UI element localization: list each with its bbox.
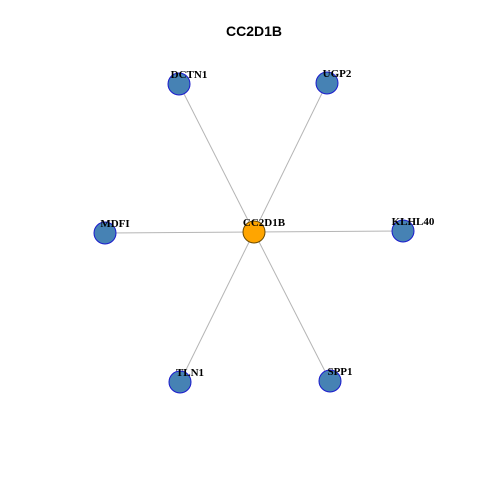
node-circle-ugp2 <box>315 71 339 95</box>
edge-cc2d1b-ugp2 <box>253 82 328 233</box>
node-tln1: TLN1 <box>168 367 204 394</box>
edge-cc2d1b-tln1 <box>179 231 255 383</box>
node-label-klhl40: KLHL40 <box>392 216 435 228</box>
node-cc2d1b: CC2D1B <box>242 217 286 244</box>
node-circle-klhl40 <box>391 219 415 243</box>
node-circle-mdfi <box>93 221 117 245</box>
node-spp1: SPP1 <box>318 366 353 393</box>
node-label-dctn1: DCTN1 <box>171 69 208 81</box>
node-mdfi: MDFI <box>93 218 130 245</box>
node-circle-spp1 <box>318 369 342 393</box>
node-circle-tln1 <box>168 370 192 394</box>
node-dctn1: DCTN1 <box>167 69 208 96</box>
node-label-ugp2: UGP2 <box>323 68 352 80</box>
edge-cc2d1b-klhl40 <box>253 230 404 233</box>
node-label-mdfi: MDFI <box>100 218 129 230</box>
node-label-spp1: SPP1 <box>327 366 352 378</box>
node-ugp2: UGP2 <box>315 68 352 95</box>
node-circle-dctn1 <box>167 72 191 96</box>
node-klhl40: KLHL40 <box>391 216 435 243</box>
edge-cc2d1b-spp1 <box>253 231 331 382</box>
node-circle-cc2d1b <box>242 220 266 244</box>
edge-cc2d1b-dctn1 <box>178 83 255 233</box>
edges-layer <box>104 82 404 383</box>
edge-cc2d1b-mdfi <box>104 231 255 234</box>
diagram-title: CC2D1B <box>226 23 282 39</box>
node-label-cc2d1b: CC2D1B <box>243 217 286 229</box>
node-label-tln1: TLN1 <box>176 367 204 379</box>
